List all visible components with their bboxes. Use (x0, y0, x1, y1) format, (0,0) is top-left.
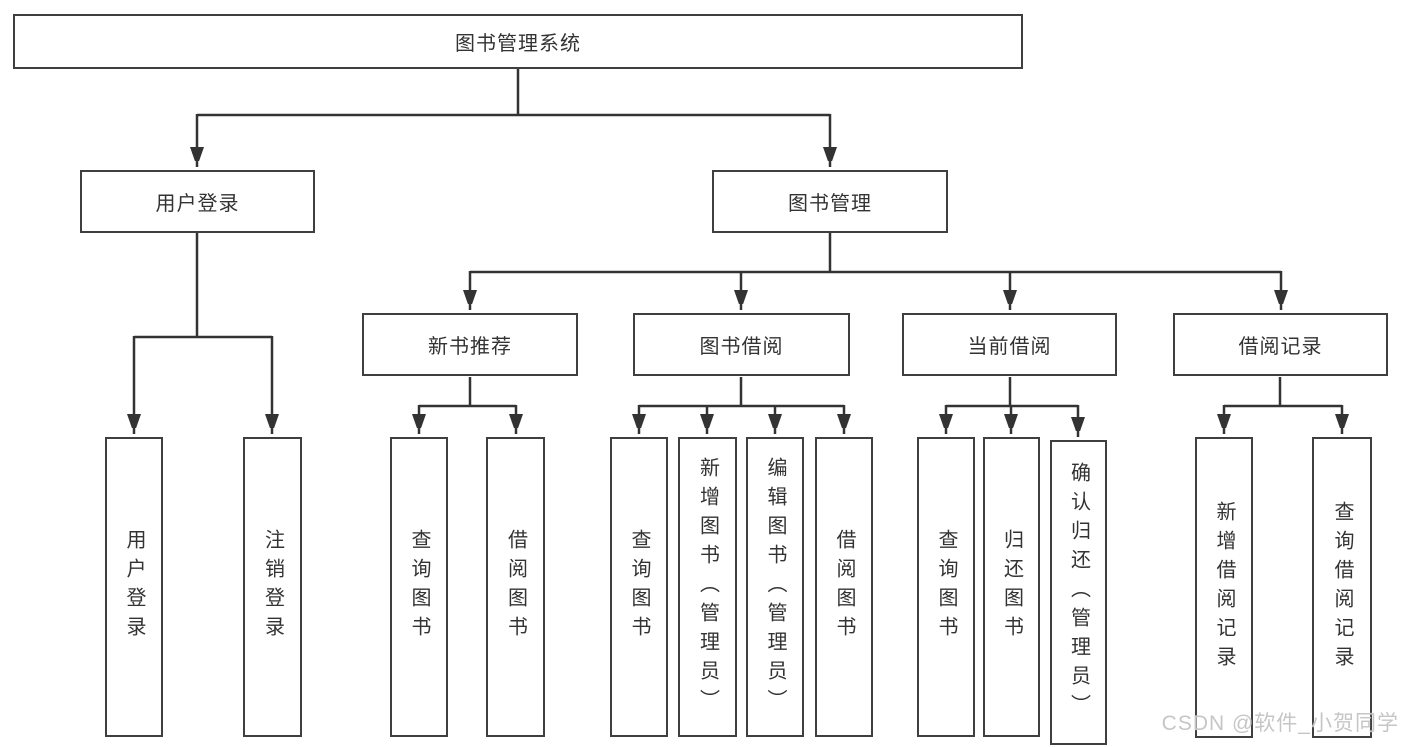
leaf-query-borrow-record-label: 查询借阅记录 (1331, 500, 1353, 675)
leaf-add-books-admin-label: 新增图书（管理员） (696, 456, 719, 718)
leaf-user-login-label: 用户登录 (123, 529, 145, 645)
leaf-edit-books-admin-label: 编辑图书（管理员） (764, 456, 786, 718)
node-book-management-label: 图书管理 (788, 193, 872, 215)
leaf-borrow-books-rec-label: 借阅图书 (504, 529, 527, 645)
csdn-watermark: CSDN @软件_小贺同学 (1161, 712, 1399, 735)
leaf-user-login: 用户登录 (105, 437, 163, 737)
node-book-management: 图书管理 (712, 170, 948, 233)
connector-book-mgmt-to-level3 (470, 233, 1281, 310)
connector-borrow-records-to-leaves (1224, 377, 1342, 434)
node-borrowing-records: 借阅记录 (1173, 313, 1388, 376)
node-new-book-recommendation-label: 新书推荐 (428, 336, 512, 358)
leaf-query-books-current-label: 查询图书 (935, 529, 957, 645)
node-current-borrowing-label: 当前借阅 (967, 336, 1052, 358)
leaf-query-books-rec: 查询图书 (390, 437, 448, 737)
node-new-book-recommendation: 新书推荐 (362, 313, 578, 376)
node-user-login-label: 用户登录 (155, 193, 240, 215)
connector-user-login-to-leaves (134, 233, 272, 434)
leaf-return-books: 归还图书 (983, 437, 1040, 737)
leaf-edit-books-admin: 编辑图书（管理员） (746, 437, 804, 737)
leaf-return-books-label: 归还图书 (1000, 529, 1023, 645)
leaf-add-borrow-record: 新增借阅记录 (1195, 437, 1253, 738)
leaf-query-borrow-record: 查询借阅记录 (1312, 437, 1372, 738)
leaf-query-books-borrow: 查询图书 (610, 437, 668, 737)
connector-current-borrow-to-leaves (946, 377, 1078, 437)
leaf-logout-label: 注销登录 (261, 529, 284, 645)
leaf-confirm-return-admin: 确认归还（管理员） (1050, 440, 1107, 745)
node-root: 图书管理系统 (13, 14, 1023, 69)
connector-book-borrow-to-leaves (639, 377, 844, 434)
leaf-logout: 注销登录 (243, 437, 302, 737)
node-borrowing-records-label: 借阅记录 (1238, 336, 1323, 358)
node-book-borrowing-label: 图书借阅 (699, 336, 784, 358)
leaf-add-books-admin: 新增图书（管理员） (678, 437, 737, 737)
leaf-borrow-books-label: 借阅图书 (833, 529, 855, 645)
node-root-label: 图书管理系统 (455, 33, 581, 55)
leaf-confirm-return-admin-label: 确认归还（管理员） (1067, 462, 1090, 723)
leaf-query-books-borrow-label: 查询图书 (628, 529, 650, 645)
leaf-borrow-books: 借阅图书 (815, 437, 873, 737)
node-current-borrowing: 当前借阅 (902, 313, 1117, 376)
leaf-query-books-rec-label: 查询图书 (408, 529, 430, 645)
leaf-borrow-books-rec: 借阅图书 (486, 437, 545, 737)
node-user-login: 用户登录 (80, 170, 315, 233)
node-book-borrowing: 图书借阅 (633, 313, 850, 376)
leaf-query-books-current: 查询图书 (917, 437, 975, 737)
leaf-add-borrow-record-label: 新增借阅记录 (1213, 500, 1235, 675)
connector-root-to-level2 (197, 68, 830, 167)
connector-new-book-rec-to-leaves (419, 377, 516, 434)
